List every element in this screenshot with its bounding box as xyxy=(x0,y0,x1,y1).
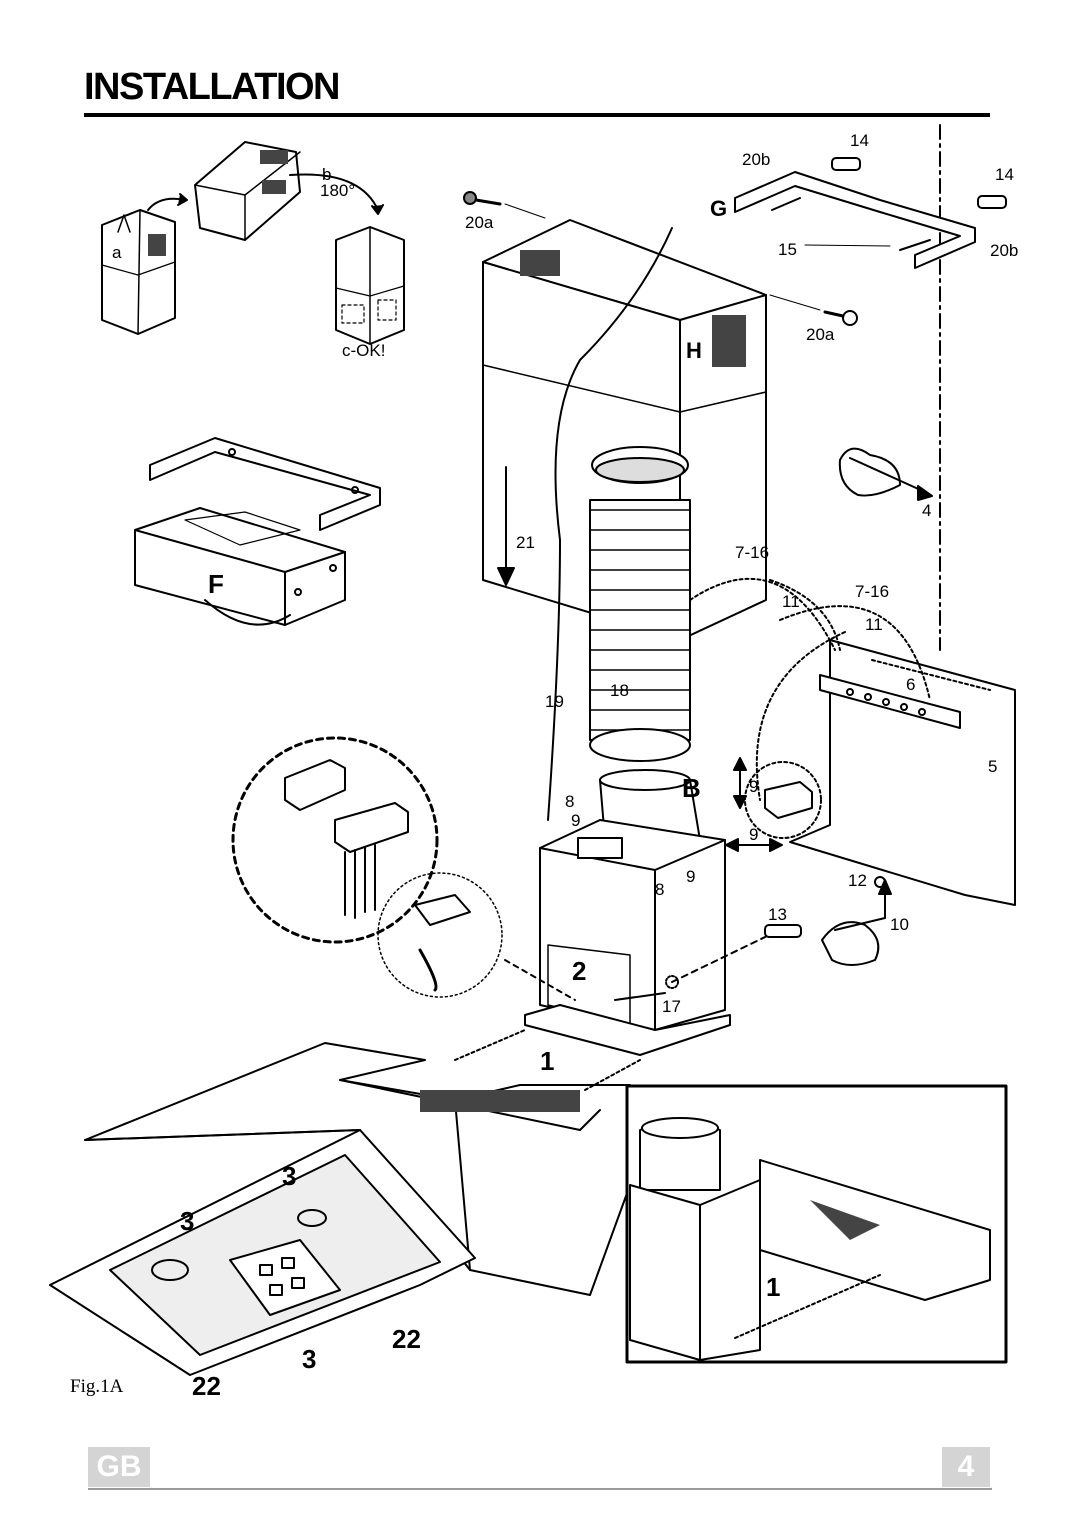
screw-20a-right xyxy=(823,310,858,326)
wall-panel xyxy=(789,639,1016,906)
label-7-16b: 7-16 xyxy=(855,582,889,601)
plug-zoom xyxy=(377,872,503,998)
label-2: 2 xyxy=(572,956,586,986)
rotate-arrow xyxy=(289,173,379,211)
label-a: a xyxy=(112,243,122,262)
label-9a: 9 xyxy=(571,811,580,830)
chimney-part-c xyxy=(335,226,405,345)
dowel-14b xyxy=(977,195,1007,209)
label-18: 18 xyxy=(610,681,629,700)
label-3b: 3 xyxy=(180,1206,194,1236)
label-11a: 11 xyxy=(782,592,800,611)
label-21: 21 xyxy=(516,533,535,552)
power-cable xyxy=(547,227,673,821)
label-G: G xyxy=(710,196,727,221)
label-9b: 9 xyxy=(686,867,695,886)
page-number: 4 xyxy=(942,1447,990,1487)
terminal-block xyxy=(284,759,409,919)
label-8b: 8 xyxy=(655,880,664,899)
label-3a: 3 xyxy=(282,1161,296,1191)
bracket-G xyxy=(734,171,976,269)
label-8a: 8 xyxy=(565,792,574,811)
label-H: H xyxy=(686,338,702,363)
label-B: B xyxy=(682,773,701,803)
label-20b-right: 20b xyxy=(990,241,1018,260)
page-title: INSTALLATION xyxy=(84,66,341,108)
label-11b: 11 xyxy=(865,615,883,634)
label-13: 13 xyxy=(768,905,787,924)
label-9d: 9 xyxy=(749,825,758,844)
label-14a: 14 xyxy=(850,131,869,150)
label-6: 6 xyxy=(906,675,915,694)
label-3c: 3 xyxy=(302,1344,316,1374)
label-17: 17 xyxy=(662,997,681,1016)
label-20a-left: 20a xyxy=(465,213,494,232)
label-7-16a: 7-16 xyxy=(735,543,769,562)
motor-housing xyxy=(524,819,731,1056)
figure-caption: Fig.1A xyxy=(70,1376,124,1397)
hood-body xyxy=(84,1042,631,1296)
ceiling-bracket xyxy=(149,437,381,531)
language-tab: GB xyxy=(88,1447,150,1487)
label-F: F xyxy=(208,569,224,599)
drill-hand-upper xyxy=(838,447,933,501)
label-14b: 14 xyxy=(995,165,1014,184)
label-5: 5 xyxy=(988,757,997,776)
dowel-14a xyxy=(831,157,861,171)
label-19: 19 xyxy=(545,692,564,711)
dowel-13 xyxy=(764,924,802,938)
screw-20a-left xyxy=(463,191,502,206)
detail-inset xyxy=(625,1084,1008,1364)
label-4: 4 xyxy=(922,501,931,520)
label-c-ok: c-OK! xyxy=(342,341,385,360)
chimney-part-b xyxy=(194,141,301,241)
label-20b-top: 20b xyxy=(742,150,770,169)
connector-zoom xyxy=(231,736,439,944)
label-1-inset: 1 xyxy=(766,1272,780,1302)
label-12: 12 xyxy=(848,871,867,890)
label-15: 15 xyxy=(778,240,797,259)
hood-tray xyxy=(49,1129,476,1376)
label-angle: 180° xyxy=(320,181,355,200)
chimney-part-a xyxy=(101,209,176,335)
flexible-duct xyxy=(589,446,691,762)
label-20a-right: 20a xyxy=(806,325,835,344)
label-9c: 9 xyxy=(749,777,758,796)
drill-hand-lower xyxy=(821,879,892,966)
label-22a: 22 xyxy=(392,1324,421,1354)
label-10: 10 xyxy=(890,915,909,934)
outlet-box-F xyxy=(134,507,346,626)
footer-rule xyxy=(88,1488,992,1490)
label-b: b xyxy=(322,165,331,184)
title-rule xyxy=(84,113,990,117)
label-22b: 22 xyxy=(192,1371,221,1401)
label-1: 1 xyxy=(540,1046,554,1076)
